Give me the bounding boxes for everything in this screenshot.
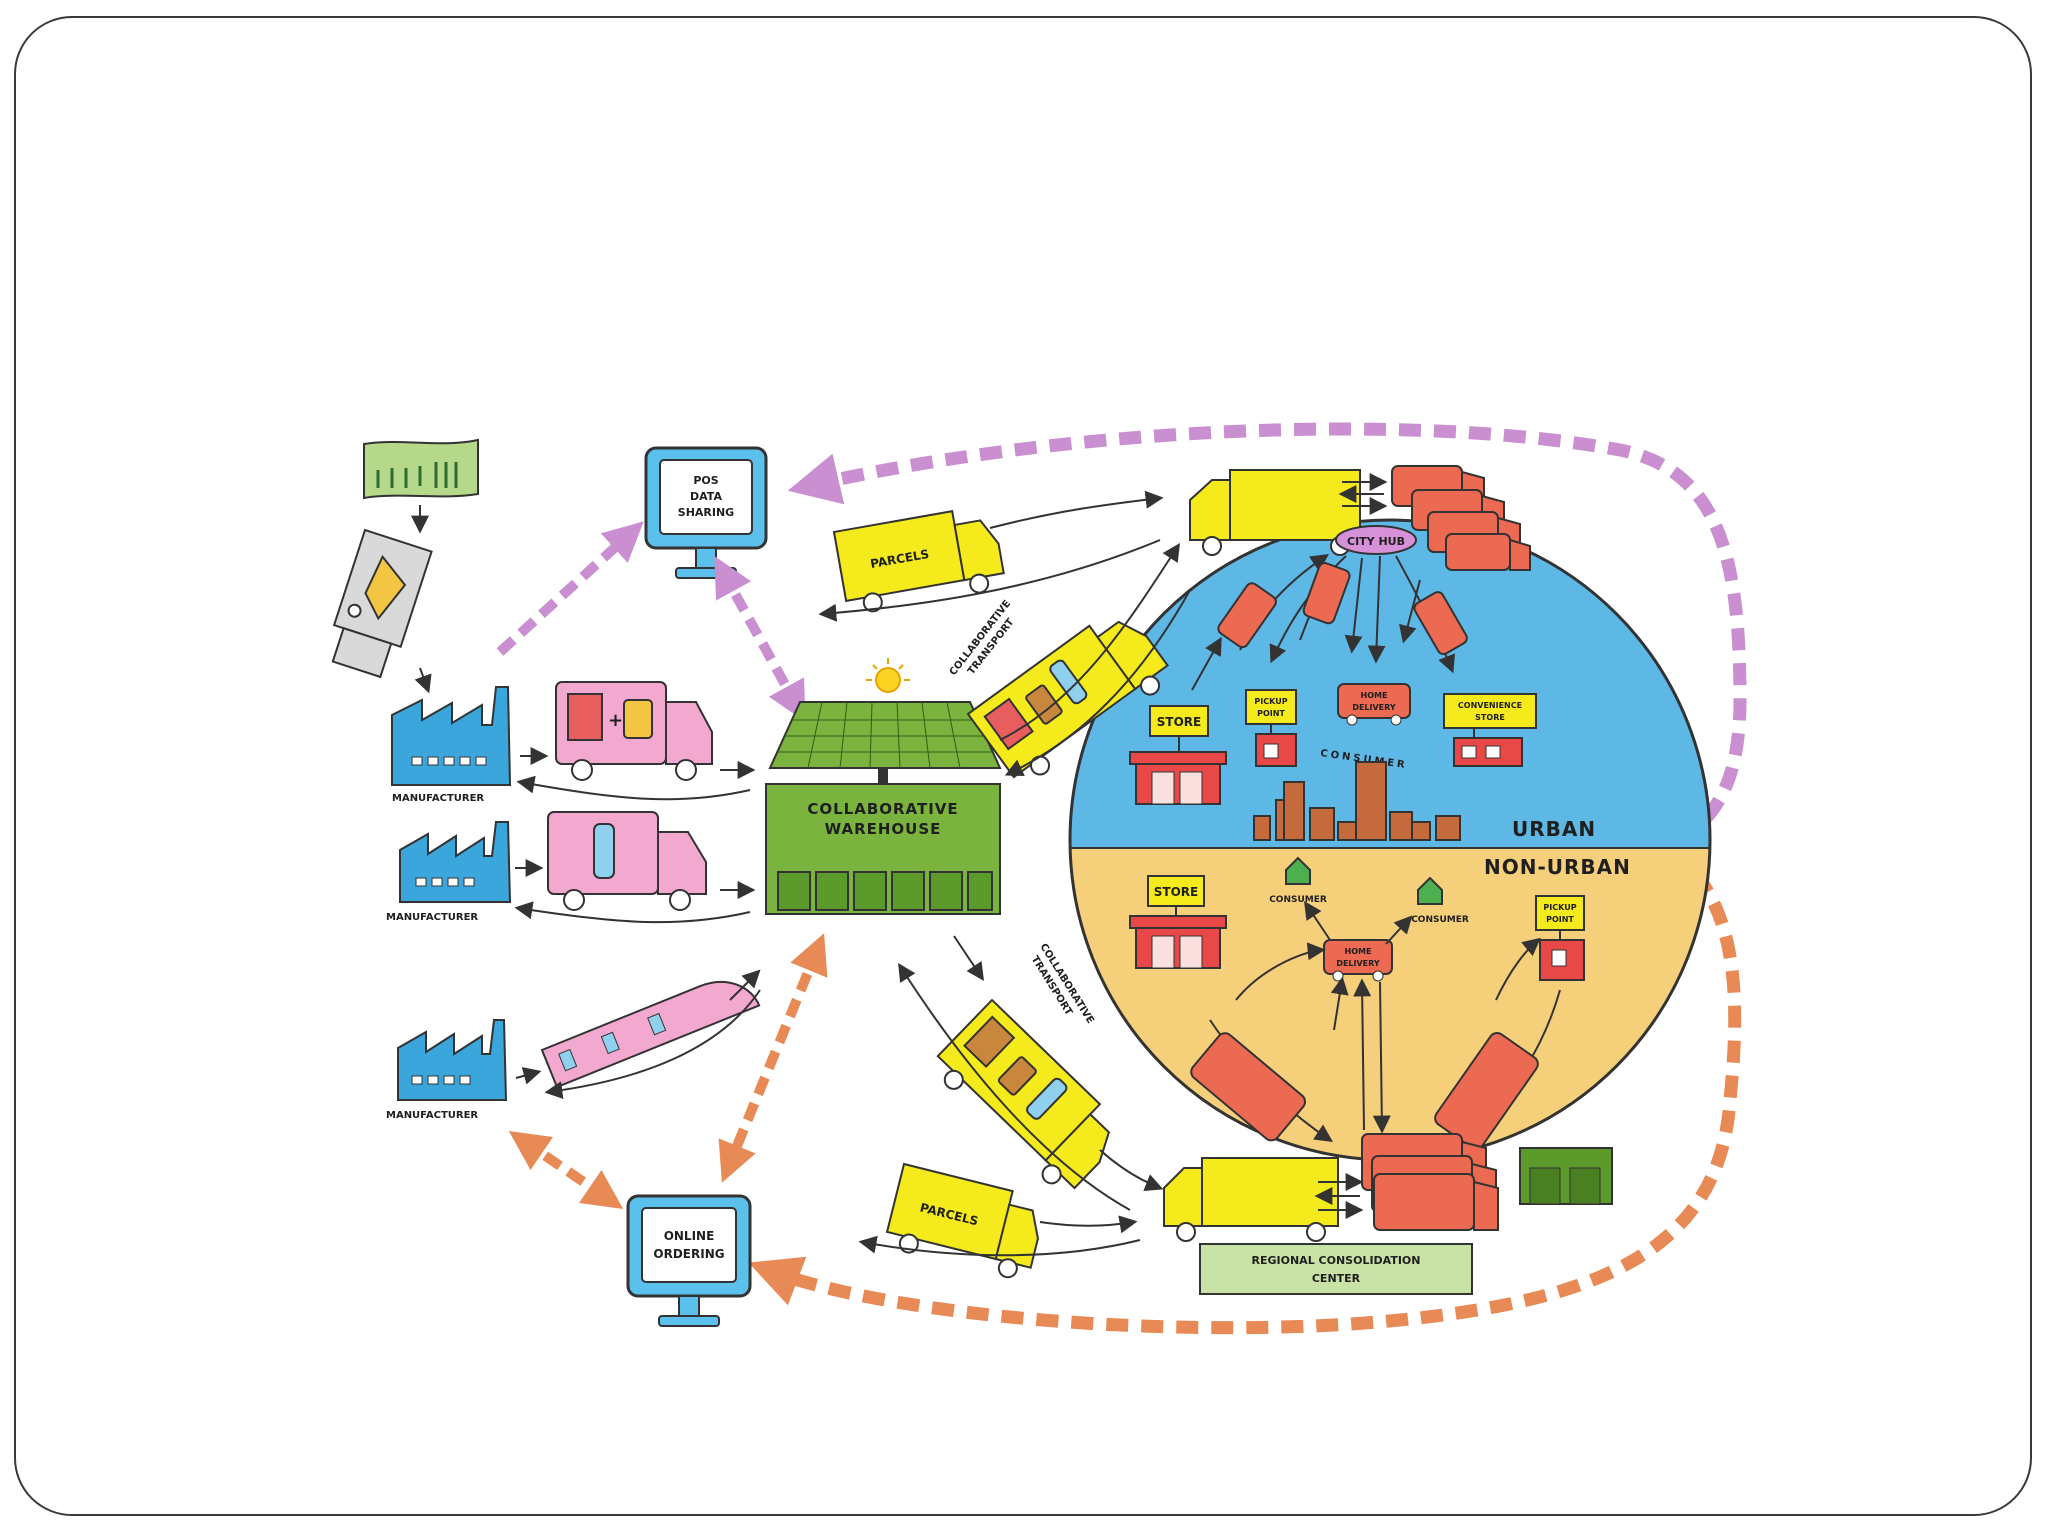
pos-label-line2: DATA [690,490,722,503]
urban-city-buildings [1253,761,1461,841]
online-label-line2: ORDERING [653,1247,724,1261]
non-urban-consumer-1: CONSUMER [1269,856,1327,905]
city-hub-badge: CITY HUB [1335,525,1417,555]
purple-dashed-loop [787,422,1747,846]
svg-text:STORE: STORE [1475,713,1505,722]
svg-text:HOME: HOME [1345,947,1372,956]
pos-label-line3: SHARING [678,506,734,519]
svg-text:DELIVERY: DELIVERY [1336,959,1380,968]
manufacturer-factory-3: MANUFACTURER [386,1019,508,1121]
svg-text:PICKUP: PICKUP [1543,903,1576,912]
urban-pickup-point: PICKUP POINT [1245,689,1297,767]
regional-exchange-arrows [1314,1173,1364,1219]
svg-text:DELIVERY: DELIVERY [1352,703,1396,712]
urban-convenience-store: CONVENIENCE STORE [1443,693,1537,767]
grain-truck-icon [331,528,433,679]
manufacturer-label-3: MANUFACTURER [386,1110,478,1121]
urban-store: STORE [1129,705,1227,805]
svg-text:CONSUMER: CONSUMER [1269,895,1327,905]
urban-store-label: STORE [1157,715,1201,729]
warehouse-label-line1: COLLABORATIVE [807,800,958,818]
city-hub-label: CITY HUB [1347,535,1405,548]
collaborative-transport-truck-bottom [936,998,1111,1190]
svg-text:CONVENIENCE: CONVENIENCE [1458,701,1522,710]
svg-text:CONSUMER: CONSUMER [1411,915,1469,925]
svg-text:PICKUP: PICKUP [1254,697,1287,706]
svg-text:POINT: POINT [1257,709,1285,718]
parcels-bottom-arrows [858,1215,1141,1257]
regional-red-trucks [1361,1133,1499,1231]
collaborative-warehouse: COLLABORATIVE WAREHOUSE [765,658,1002,915]
non-urban-pickup-point: PICKUP POINT [1535,895,1585,981]
urban-red-vans [1217,562,1468,656]
parcels-truck-bottom: PARCELS [885,1162,1039,1279]
svg-text:HOME: HOME [1361,691,1388,700]
svg-text:POINT: POINT [1546,915,1574,924]
pos-label-line1: POS [693,474,718,487]
pos-data-sharing-monitor: POS DATA SHARING [644,446,768,579]
regional-green-warehouse [1519,1147,1613,1205]
pink-truck-2 [547,811,707,911]
online-ordering-monitor: ONLINE ORDERING [626,1194,752,1327]
city-hub-exchange-arrows [1338,473,1388,515]
city-hub-red-trucks [1391,465,1531,571]
non-urban-home-delivery: HOME DELIVERY [1323,939,1393,982]
urban-label: URBAN [1512,817,1596,841]
manufacturer-label-2: MANUFACTURER [386,912,478,923]
urban-nonurban-globe [1068,518,1712,1162]
regional-yellow-truck [1163,1157,1339,1242]
collab-bottom-arrows [898,935,1164,1211]
warehouse-label-line2: WAREHOUSE [825,820,942,838]
short-dashed-connectors [496,521,828,1210]
svg-text:REGIONAL CONSOLIDATION: REGIONAL CONSOLIDATION [1252,1254,1421,1267]
parcels-top-arrows [818,490,1164,622]
non-urban-label: NON-URBAN [1484,855,1631,879]
sun-icon [866,658,910,693]
non-urban-store: STORE [1129,875,1227,969]
urban-home-delivery: HOME DELIVERY [1337,683,1411,726]
svg-text:CENTER: CENTER [1312,1272,1361,1285]
farm-field-icon [363,438,479,500]
online-label-line1: ONLINE [664,1229,715,1243]
collaborative-transport-label-top: COLLABORATIVE TRANSPORT [948,598,1017,678]
manufacturer-factory-1: MANUFACTURER [391,686,512,804]
non-urban-red-trucks [1190,1032,1539,1150]
collab-top-arrows [999,542,1191,776]
pink-truck-1: + [555,681,713,781]
non-urban-store-label: STORE [1154,885,1198,899]
city-hub-yellow-truck [1189,469,1361,556]
collaborative-transport-label-bottom: COLLABORATIVE TRANSPORT [1029,942,1096,1026]
regional-consolidation-center-sign: REGIONAL CONSOLIDATION CENTER [1199,1243,1473,1295]
manufacturer-label-1: MANUFACTURER [392,793,484,804]
solar-roof [768,701,1002,769]
parcels-truck-top: PARCELS [832,510,1005,613]
manufacturer-factory-2: MANUFACTURER [386,821,512,923]
non-urban-consumer-2: CONSUMER [1411,876,1469,925]
svg-text:+: + [608,710,624,731]
